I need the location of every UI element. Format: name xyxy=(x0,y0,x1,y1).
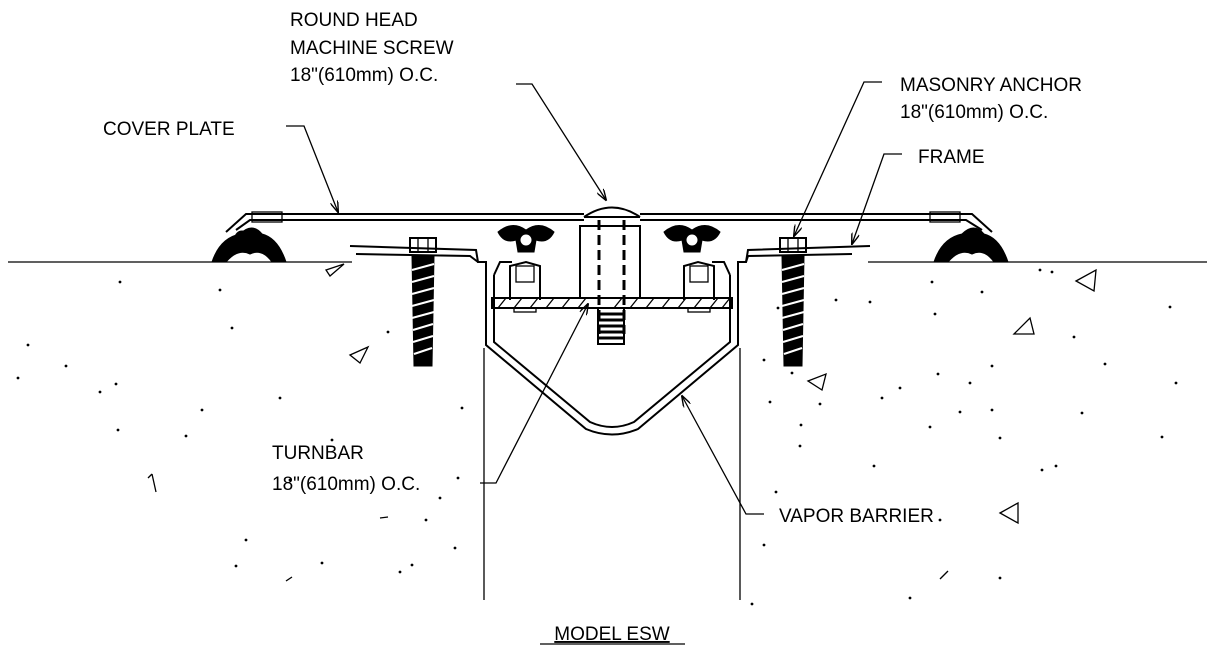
leader-frame xyxy=(852,153,902,244)
cover-plate xyxy=(225,211,993,233)
turnbar-label-line1: TURNBAR xyxy=(272,443,364,464)
screw-label-line2: MACHINE SCREW xyxy=(290,38,454,59)
vapor-barrier-label: VAPOR BARRIER xyxy=(779,506,934,527)
drawing-title: MODEL ESW xyxy=(554,624,669,645)
screw-label-line3: 18"(610mm) O.C. xyxy=(290,65,438,86)
leader-turnbar xyxy=(480,304,588,484)
cover-plate-label: COVER PLATE xyxy=(103,119,235,140)
seal-gaskets xyxy=(211,225,1009,263)
turnbar xyxy=(491,297,733,313)
leader-vapor-barrier xyxy=(682,396,764,515)
concrete-slabs xyxy=(8,261,1207,600)
turnbar-label-line2: 18"(610mm) O.C. xyxy=(272,474,420,495)
leader-cover-plate xyxy=(286,125,338,212)
callout-labels: ROUND HEAD MACHINE SCREW 18"(610mm) O.C.… xyxy=(103,10,1082,527)
anchor-label-line2: 18"(610mm) O.C. xyxy=(900,102,1048,123)
frame xyxy=(349,245,871,436)
leader-lines xyxy=(286,81,902,515)
concrete-aggregate-hatch xyxy=(16,263,1178,606)
anchor-label-line1: MASONRY ANCHOR xyxy=(900,75,1082,96)
machine-screw xyxy=(579,206,641,345)
screw-label-line1: ROUND HEAD xyxy=(290,10,418,31)
gasket-retainers xyxy=(509,260,715,300)
leader-masonry-anchor xyxy=(794,81,882,236)
leader-machine-screw xyxy=(516,83,606,200)
masonry-anchors xyxy=(409,237,807,367)
frame-label: FRAME xyxy=(918,147,985,168)
